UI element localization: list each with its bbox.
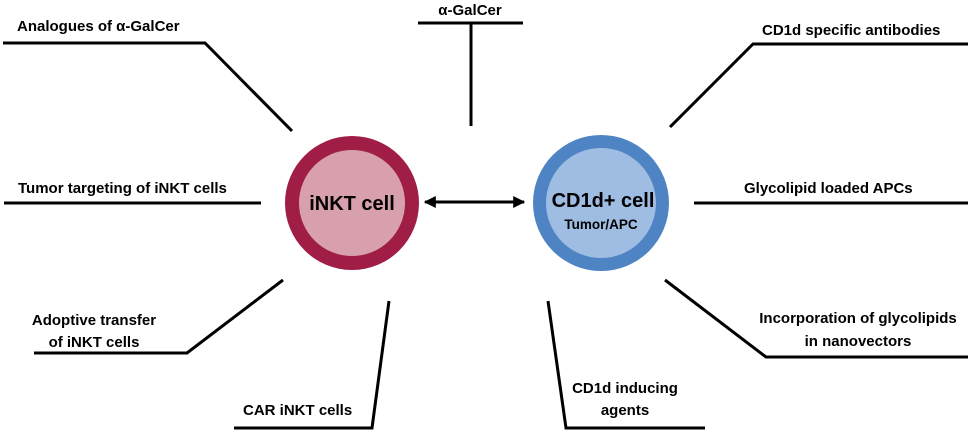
cd1d-cell-label: CD1d+ cell [552,190,655,212]
cd1d-cell-inner [546,148,656,258]
cd1d-inducing-group: CD1d inducing agents [546,300,705,430]
analogues-connector [3,41,294,133]
inkt-cell-label: iNKT cell [309,193,395,215]
inkt-cell-inner [299,150,405,256]
car-inkt-label: CAR iNKT cells [243,402,352,419]
adoptive-transfer-line2: of iNKT cells [49,334,140,351]
incorporation-line2: in nanovectors [805,333,912,350]
cd1d-inducing-connector [546,300,705,430]
inkt-cell: iNKT cell [285,136,419,270]
car-inkt-connector [234,300,391,430]
cd1d-cell-sublabel: Tumor/APC [564,217,637,232]
adoptive-transfer-connector [34,278,284,355]
cd1d-cell: CD1d+ cell Tumor/APC [533,135,669,271]
cd1d-inducing-line1: CD1d inducing [572,380,678,397]
car-inkt-group: CAR iNKT cells [234,300,391,430]
analogues-label: Analogues of α-GalCer [17,18,180,35]
adoptive-transfer-line1: Adoptive transfer [32,312,156,329]
analogues-group: Analogues of α-GalCer [3,18,294,133]
cd1d-antibodies-connector [668,42,968,129]
glycolipid-apcs-label: Glycolipid loaded APCs [744,180,913,197]
alpha-galcer-label: α-GalCer [438,2,502,19]
cd1d-inducing-line2: agents [601,402,649,419]
incorporation-line1: Incorporation of glycolipids [759,310,957,327]
tumor-targeting-group: Tumor targeting of iNKT cells [4,180,261,205]
cd1d-antibodies-label: CD1d specific antibodies [762,22,940,39]
glycolipid-apcs-group: Glycolipid loaded APCs [694,180,968,205]
cd1d-antibodies-group: CD1d specific antibodies [668,22,968,129]
incorporation-connector [664,278,968,359]
adoptive-transfer-group: Adoptive transfer of iNKT cells [32,278,284,355]
incorporation-group: Incorporation of glycolipids in nanovect… [664,278,968,359]
alpha-galcer-group: α-GalCer [418,2,523,126]
tumor-targeting-label: Tumor targeting of iNKT cells [18,180,227,197]
